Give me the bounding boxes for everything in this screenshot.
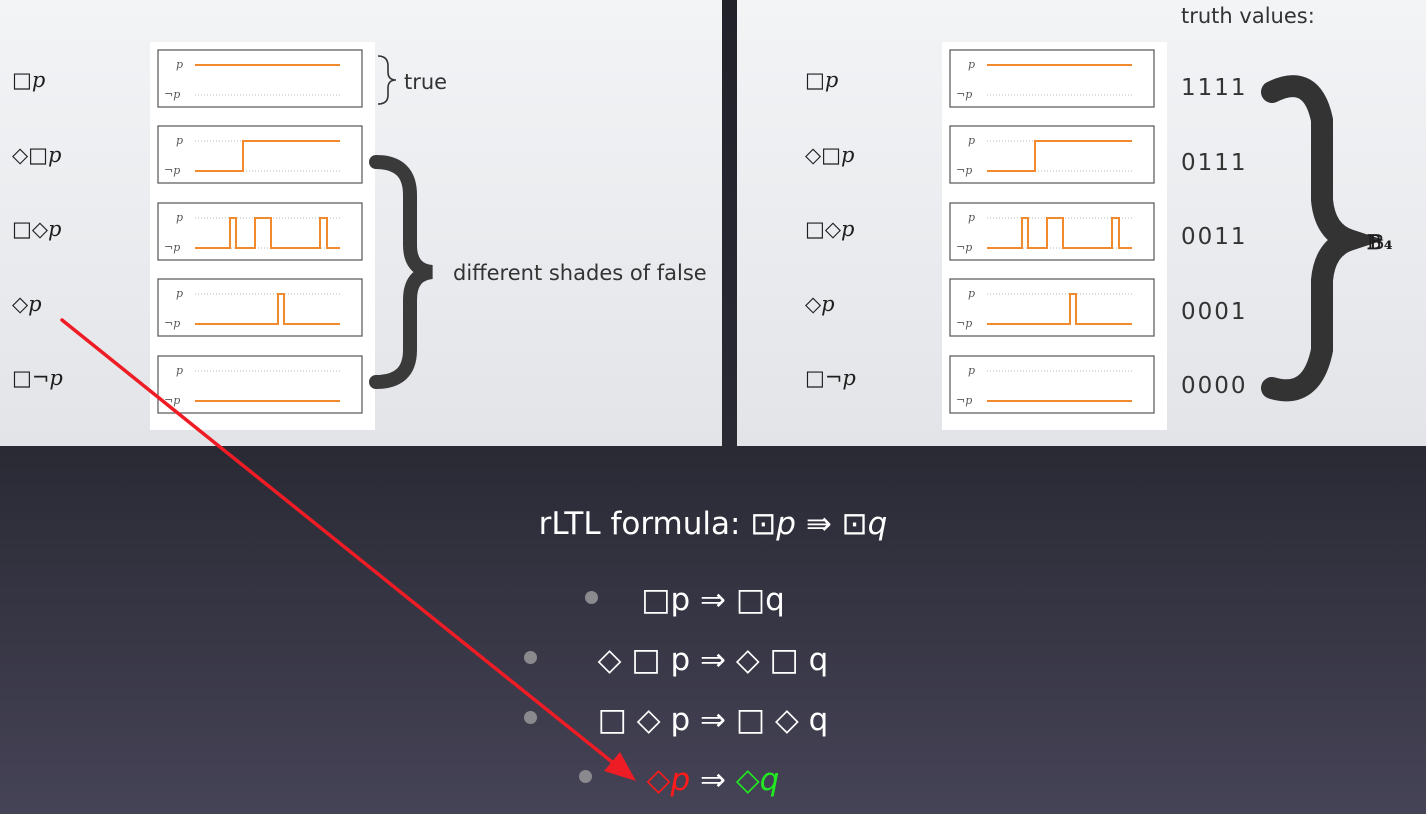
implies-arrow: ⇒ (700, 762, 726, 798)
bullet-eventually-always: ◇ □ p ⇒ ◇ □ q (597, 642, 829, 678)
trace-label-p: p (176, 58, 183, 71)
trace-label-not-p: ¬p (164, 394, 180, 407)
true-label: true (404, 70, 448, 94)
formula-always-p: □p (12, 68, 46, 92)
trace-label-not-p: ¬p (164, 164, 180, 177)
trace-box-eventually-p: p ¬p (157, 278, 363, 337)
eventually-p-highlight: ◇p (646, 762, 691, 798)
truth-value-row4: 0001 (1181, 299, 1248, 325)
left-trace-diagrams: p ¬p p ¬p p ¬p p ¬p (150, 42, 434, 430)
formula-eventually-always-p: ◇□p (805, 143, 855, 167)
svg-text:¬p: ¬p (956, 317, 972, 330)
bullet-always: □p ⇒ □q (641, 582, 785, 618)
trace-label-p: p (176, 134, 183, 147)
false-brace (369, 155, 434, 389)
truth-value-row2: 0111 (1181, 150, 1248, 176)
bullet-dot (579, 770, 592, 783)
svg-text:p: p (968, 364, 975, 377)
formula-always-eventually-p: □◇p (12, 217, 62, 241)
trace-box-always-p: p ¬p (157, 49, 363, 108)
trace-label-not-p: ¬p (164, 241, 180, 254)
rltl-title-prefix: rLTL formula: (538, 506, 741, 542)
truth-values-header: truth values: (1181, 4, 1315, 28)
formula-always-p: □p (805, 68, 839, 92)
right-trace-diagrams: p ¬p p ¬p p ¬p p ¬p p ¬p (942, 42, 1384, 430)
right-panel: truth values: □p ◇□p □◇p ◇p □¬p (737, 0, 1426, 446)
eventually-q-highlight: ◇q (735, 762, 780, 798)
svg-text:p: p (968, 58, 975, 71)
trace-box-eventually-always-p: p ¬p (157, 125, 363, 184)
bullet-always-eventually: □ ◇ p ⇒ □ ◇ q (597, 702, 829, 738)
true-brace (377, 55, 397, 105)
svg-text:¬p: ¬p (956, 88, 972, 101)
svg-text:p: p (968, 287, 975, 300)
formula-eventually-p: ◇p (12, 292, 42, 316)
svg-text:¬p: ¬p (956, 241, 972, 254)
truth-value-row3: 0011 (1181, 224, 1248, 250)
formula-eventually-always-p: ◇□p (12, 143, 62, 167)
trace-box-always-not-p: p ¬p (157, 355, 363, 414)
rltl-formula-title: rLTL formula: ⊡p ⇛ ⊡q (0, 506, 1426, 542)
trace-label-p: p (176, 211, 183, 224)
b4-label: 𝔹₄ (1367, 230, 1393, 254)
false-label: different shades of false (453, 261, 707, 285)
bullet-eventually: ◇p ⇒ ◇q (0, 762, 1426, 798)
svg-text:p: p (968, 211, 975, 224)
formula-always-not-p: □¬p (12, 366, 63, 390)
truth-value-row1: 1111 (1181, 75, 1248, 101)
svg-text:p: p (968, 134, 975, 147)
left-panel: □p ◇□p □◇p ◇p □¬p p ¬p p ¬p p ¬p (0, 0, 722, 446)
formula-always-eventually-p: □◇p (805, 217, 855, 241)
trace-box-always-eventually-p: p ¬p (157, 202, 363, 261)
svg-text:¬p: ¬p (956, 394, 972, 407)
formula-always-not-p: □¬p (805, 366, 856, 390)
trace-label-p: p (176, 287, 183, 300)
trace-label-not-p: ¬p (164, 88, 180, 101)
formula-eventually-p: ◇p (805, 292, 835, 316)
truth-value-row5: 0000 (1181, 373, 1248, 399)
b4-brace (1261, 75, 1384, 402)
rltl-title-formula: ⊡p ⇛ ⊡q (750, 506, 888, 542)
trace-label-p: p (176, 364, 183, 377)
trace-label-not-p: ¬p (164, 317, 180, 330)
svg-text:¬p: ¬p (956, 164, 972, 177)
